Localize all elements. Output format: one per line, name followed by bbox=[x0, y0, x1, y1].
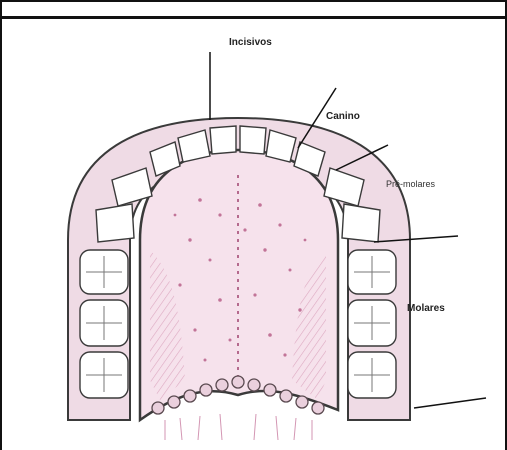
soft-palate bbox=[165, 414, 312, 440]
label-molares: Molares bbox=[407, 303, 445, 314]
label-canino: Canino bbox=[326, 111, 360, 122]
leader-molares-lower bbox=[414, 398, 486, 408]
label-incisivos: Incisivos bbox=[229, 37, 272, 48]
label-pre-molares: Pré-molares bbox=[386, 179, 435, 189]
